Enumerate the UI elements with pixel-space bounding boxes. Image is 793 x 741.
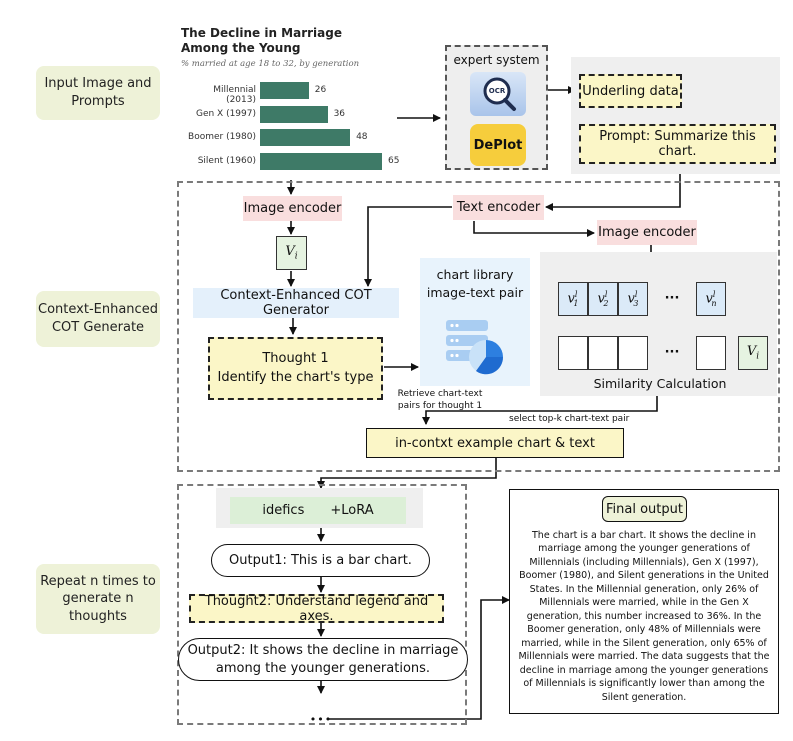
v-item-n: vln <box>705 290 717 308</box>
final-output-box: Final output The chart is a bar chart. I… <box>509 489 779 714</box>
cot-generator-label: Context-Enhanced COT Generator <box>220 288 372 318</box>
chart-subtitle: % married at age 18 to 32, by generation <box>181 59 360 69</box>
final-output-text: The chart is a bar chart. It shows the d… <box>518 530 770 703</box>
sim-ellipsis: ··· <box>664 344 680 360</box>
chart-library-line2: image-text pair <box>426 284 524 300</box>
sim-vi-symbol: Vi <box>746 344 760 362</box>
idefics-box: idefics +LoRA <box>230 497 406 524</box>
deplot-label: DePlot <box>473 137 523 153</box>
chart-category-label: Silent (1960) <box>197 155 256 166</box>
database-chart-icon <box>446 320 504 375</box>
similarity-caption: Similarity Calculation <box>593 375 727 391</box>
vi-symbol: Vi <box>285 244 298 262</box>
similarity-panel <box>540 252 777 396</box>
in-context-label: in-contxt example chart & text <box>395 435 595 451</box>
lora-label: +LoRA <box>330 503 374 518</box>
image-encoder2-box: Image encoder <box>597 220 697 245</box>
chart-library-title: chart library image-text pair <box>420 266 530 301</box>
v-box-n: vln <box>696 282 726 316</box>
thought2-box: Thought2: Understand legend and axes. <box>189 593 444 624</box>
output1-label: Output1: This is a bar chart. <box>229 552 412 568</box>
v-box-2: vl2 <box>588 282 618 316</box>
sim-cell-1 <box>558 336 588 370</box>
thought1-body: Identify the chart's type <box>217 369 374 385</box>
stage-input-label: Input Image and Prompts <box>44 76 152 109</box>
in-context-box: in-contxt example chart & text <box>366 428 624 458</box>
v-item-2: vl2 <box>597 290 609 308</box>
chart-library-line1: chart library <box>436 267 514 282</box>
stage-context: Context-Enhanced COT Generate <box>36 291 160 347</box>
chart-bar <box>260 105 328 123</box>
v-item-1: vl1 <box>567 290 579 308</box>
chart-category-label: Millennial (2013) <box>213 85 256 105</box>
chart-library-panel: chart library image-text pair <box>420 258 530 386</box>
v-ellipsis: ··· <box>664 290 680 306</box>
retrieve-line2: pairs for thought 1 <box>397 400 483 411</box>
ocr-label: OCR <box>488 87 506 95</box>
underling-data-label: Underling data <box>582 83 679 99</box>
sim-vi-box: Vi <box>738 336 768 370</box>
chart-bar <box>260 129 351 146</box>
thought1-box: Thought 1 Identify the chart's type <box>208 337 383 400</box>
chart-value-label: 36 <box>333 108 346 119</box>
sim-cell-n <box>696 336 726 370</box>
stage-repeat-label: Repeat n times to generate n thoughts <box>40 573 156 624</box>
retrieve-line1: Retrieve chart-text <box>397 389 483 399</box>
prompt-label: Prompt: Summarize this chart. <box>599 129 756 159</box>
image-encoder-box: Image encoder <box>243 196 342 221</box>
deplot-icon: DePlot <box>470 124 526 166</box>
chart-bar <box>260 82 309 99</box>
select-topk-caption: select top-k chart-text pair <box>509 414 630 424</box>
continue-dots: ••• <box>309 712 333 726</box>
chart-title: The Decline in Marriage Among the Young <box>181 26 342 55</box>
stage-repeat: Repeat n times to generate n thoughts <box>36 564 160 634</box>
expert-system-title: expert system <box>453 53 540 67</box>
retrieve-caption: Retrieve chart-text pairs for thought 1 <box>390 389 490 412</box>
output2-line2: among the younger generations. <box>215 660 431 676</box>
text-encoder-box: Text encoder <box>453 195 544 220</box>
chart-category-label: Gen X (1997) <box>195 108 256 119</box>
vi-box: Vi <box>276 236 307 270</box>
sim-cell-3 <box>618 336 648 370</box>
chart-value-label: 48 <box>356 132 368 142</box>
input-chart: The Decline in Marriage Among the Young … <box>181 26 400 176</box>
thought1-title: Thought 1 <box>262 350 329 366</box>
context-region <box>177 181 780 472</box>
chart-category-label: Boomer (1980) <box>188 132 256 142</box>
stage-input: Input Image and Prompts <box>36 66 160 120</box>
cot-generator-box: Context-Enhanced COT Generator <box>193 288 399 318</box>
v-item-3: vl3 <box>627 290 639 308</box>
v-box-1: vl1 <box>558 282 588 316</box>
underling-data-box: Underling data <box>579 74 682 108</box>
idefics-label: idefics <box>262 503 305 518</box>
text-encoder-label: Text encoder <box>456 200 541 215</box>
stage-context-label: Context-Enhanced COT Generate <box>38 302 158 335</box>
final-output-title-label: Final output <box>606 501 683 517</box>
image-encoder2-label: Image encoder <box>598 225 696 240</box>
final-output-title: Final output <box>602 496 687 522</box>
expert-system-box: expert system OCR DePlot <box>445 45 548 170</box>
chart-value-label: 65 <box>388 155 400 166</box>
output2-line1: Output2: It shows the decline in marriag… <box>187 642 459 658</box>
repeat-region <box>177 484 467 725</box>
ocr-icon: OCR <box>470 72 526 116</box>
thought2-label: Thought2: Understand legend and axes. <box>204 593 429 624</box>
chart-value-label: 26 <box>314 85 327 95</box>
image-encoder-label: Image encoder <box>243 201 342 216</box>
chart-bar <box>260 152 382 170</box>
v-box-3: vl3 <box>618 282 648 316</box>
sim-cell-2 <box>588 336 618 370</box>
output2-box: Output2: It shows the decline in marriag… <box>178 638 468 681</box>
prompt-box: Prompt: Summarize this chart. <box>579 124 776 164</box>
output1-box: Output1: This is a bar chart. <box>211 544 430 577</box>
